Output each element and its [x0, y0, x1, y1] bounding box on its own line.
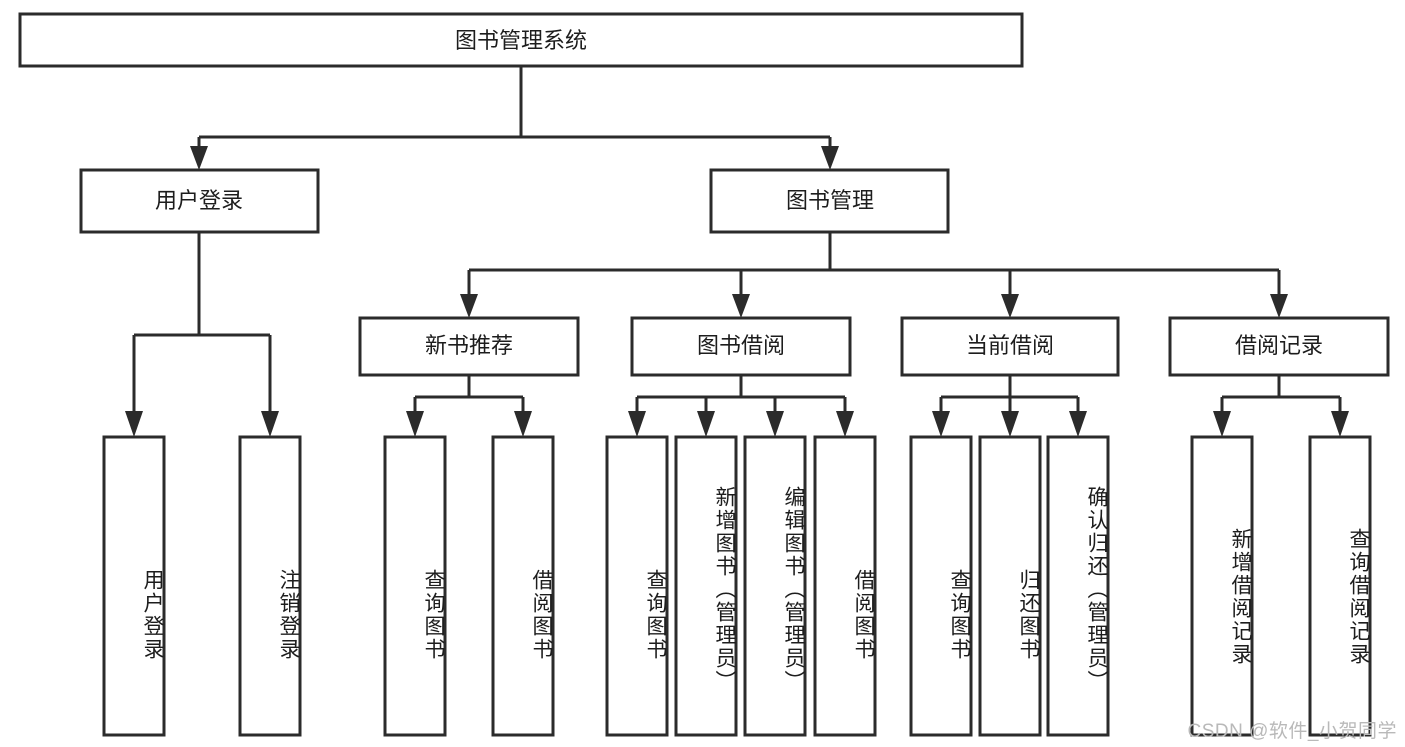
arrowhead-book-management: [821, 146, 839, 170]
node-user-login[interactable]: 用户登录: [79, 168, 320, 234]
node-new-book-recommend-box[interactable]: [358, 316, 580, 377]
leaf-box-query-book-3[interactable]: [909, 435, 973, 737]
leaf-box-confirm-return[interactable]: [1046, 435, 1110, 737]
node-root-box[interactable]: [18, 12, 1024, 68]
node-book-borrow[interactable]: 图书借阅: [630, 316, 852, 377]
arrowhead-user-login: [190, 146, 208, 170]
node-user-login-box[interactable]: [79, 168, 320, 234]
leaf-box-return-book[interactable]: [978, 435, 1042, 737]
node-borrow-record-box[interactable]: [1168, 316, 1390, 377]
node-current-borrow-label: 当前借阅: [966, 333, 1054, 358]
node-new-book-recommend-label: 新书推荐: [425, 333, 513, 358]
node-new-book-recommend[interactable]: 新书推荐: [358, 316, 580, 377]
node-book-borrow-label: 图书借阅: [697, 333, 785, 358]
node-book-management[interactable]: 图书管理: [709, 168, 950, 234]
leaf-box-edit-book[interactable]: [743, 435, 807, 737]
arrowhead-new-book-recommend: [460, 294, 478, 318]
arrowhead-cb-leaf-3: [1069, 411, 1087, 437]
arrowhead-leaf-logout-login: [261, 411, 279, 437]
node-root[interactable]: 图书管理系统: [18, 12, 1024, 68]
leaf-box-query-record[interactable]: [1308, 435, 1372, 737]
arrowhead-nbr-leaf-2: [514, 411, 532, 437]
leaf-box-user-login[interactable]: [102, 435, 166, 737]
leaf-box-borrow-book-2[interactable]: [813, 435, 877, 737]
arrowhead-cb-leaf-2: [1001, 411, 1019, 437]
arrowhead-book-borrow: [732, 294, 750, 318]
node-user-login-label: 用户登录: [155, 188, 243, 213]
node-current-borrow-box[interactable]: [900, 316, 1120, 377]
arrowhead-br-leaf-2: [1331, 411, 1349, 437]
node-current-borrow[interactable]: 当前借阅: [900, 316, 1120, 377]
node-book-management-box[interactable]: [709, 168, 950, 234]
node-borrow-record-label: 借阅记录: [1235, 333, 1323, 358]
arrowhead-cb-leaf-1: [932, 411, 950, 437]
arrowhead-borrow-record: [1270, 294, 1288, 318]
node-book-management-label: 图书管理: [786, 188, 874, 213]
node-root-label: 图书管理系统: [455, 28, 587, 53]
leaf-box-query-book-2[interactable]: [605, 435, 669, 737]
arrowhead-bb-leaf-1: [628, 411, 646, 437]
arrowhead-bb-leaf-3: [766, 411, 784, 437]
leaf-box-add-book[interactable]: [674, 435, 738, 737]
connectors: [125, 66, 1349, 437]
arrowhead-leaf-user-login: [125, 411, 143, 437]
arrowhead-bb-leaf-2: [697, 411, 715, 437]
leaf-box-query-book-1[interactable]: [383, 435, 447, 737]
arrowhead-bb-leaf-4: [836, 411, 854, 437]
arrowhead-nbr-leaf-1: [406, 411, 424, 437]
arrowhead-br-leaf-1: [1213, 411, 1231, 437]
leaf-box-borrow-book-1[interactable]: [491, 435, 555, 737]
leaf-box-logout-login[interactable]: [238, 435, 302, 737]
leaf-box-add-record[interactable]: [1190, 435, 1254, 737]
arrowhead-current-borrow: [1001, 294, 1019, 318]
node-borrow-record[interactable]: 借阅记录: [1168, 316, 1390, 377]
csdn-watermark: CSDN @软件_小贺同学: [1187, 721, 1397, 742]
leaf-boxes: [102, 435, 1372, 737]
node-book-borrow-box[interactable]: [630, 316, 852, 377]
